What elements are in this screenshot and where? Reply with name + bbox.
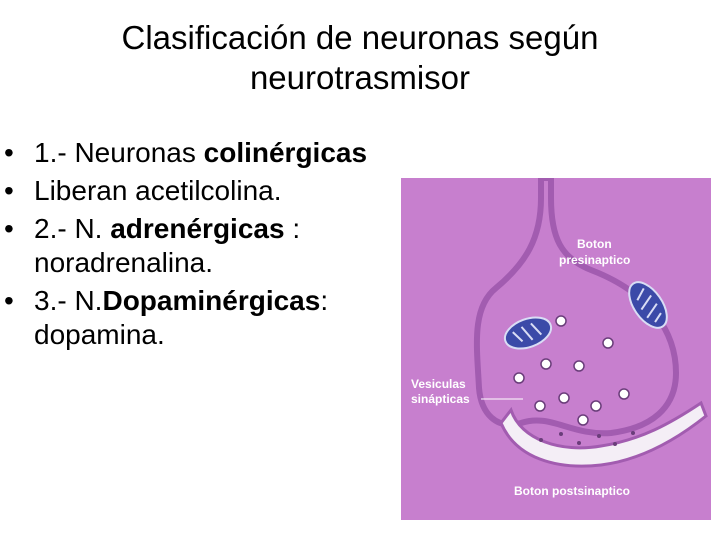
label-vesicles-2: sinápticas <box>411 392 470 406</box>
label-vesicles-1: Vesiculas <box>411 377 466 391</box>
bullet-text: Liberan acetilcolina. <box>34 175 282 206</box>
bullet-list: • 1.- Neuronas colinérgicas • Liberan ace… <box>0 136 420 356</box>
title-line-1: Clasificación de neuronas según <box>121 19 599 56</box>
synaptic-cleft <box>499 400 708 468</box>
mitochondrion-icon <box>503 316 553 350</box>
vesicle <box>540 358 552 370</box>
vesicle <box>618 388 630 400</box>
bullet-bold: colinérgicas <box>203 137 368 168</box>
bullet-text: 2.- N. <box>34 213 111 244</box>
vesicle <box>590 400 602 412</box>
bullet-text: 3.- N. <box>34 285 103 316</box>
bullet-text-post: : noradrenalina. <box>34 213 301 278</box>
bullet-dot: • <box>4 137 14 168</box>
presynaptic-bouton <box>473 178 680 437</box>
bullet-bold: adrenérgicas <box>110 213 285 244</box>
label-presynaptic-1: Boton <box>577 237 612 251</box>
vesicle <box>513 372 525 384</box>
synaptic-vesicles <box>513 315 630 426</box>
title-line-2: neurotrasmisor <box>249 59 471 96</box>
vesicle <box>558 392 570 404</box>
mitochondrion-icon <box>628 281 668 329</box>
bullet-bold: Dopaminérgicas <box>102 285 321 316</box>
vesicle <box>602 337 614 349</box>
slide-title: Clasificación de neuronas según neurotra… <box>0 18 720 98</box>
bullet-item-4: • 3.- N.Dopaminérgicas: dopamina. <box>0 284 420 352</box>
vesicle <box>577 414 589 426</box>
bullet-dot: • <box>4 213 14 244</box>
vesicle <box>573 360 585 372</box>
bullet-text: 1.- Neuronas <box>34 137 204 168</box>
bullet-item-1: • 1.- Neuronas colinérgicas <box>0 136 420 170</box>
neurotransmitter-dots <box>539 431 635 446</box>
vesicle <box>534 400 546 412</box>
bullet-item-3: • 2.- N. adrenérgicas : noradrenalina. <box>0 212 420 280</box>
bullet-dot: • <box>4 285 14 316</box>
label-postsynaptic: Boton postsinaptico <box>514 484 630 498</box>
bullet-dot: • <box>4 175 14 206</box>
label-presynaptic-2: presinaptico <box>559 253 630 267</box>
bullet-item-2: • Liberan acetilcolina. <box>0 174 420 208</box>
synapse-figure: Boton presinaptico Vesiculas sinápticas … <box>401 178 711 520</box>
vesicle <box>555 315 567 327</box>
bullet-text-post: : dopamina. <box>34 285 329 350</box>
